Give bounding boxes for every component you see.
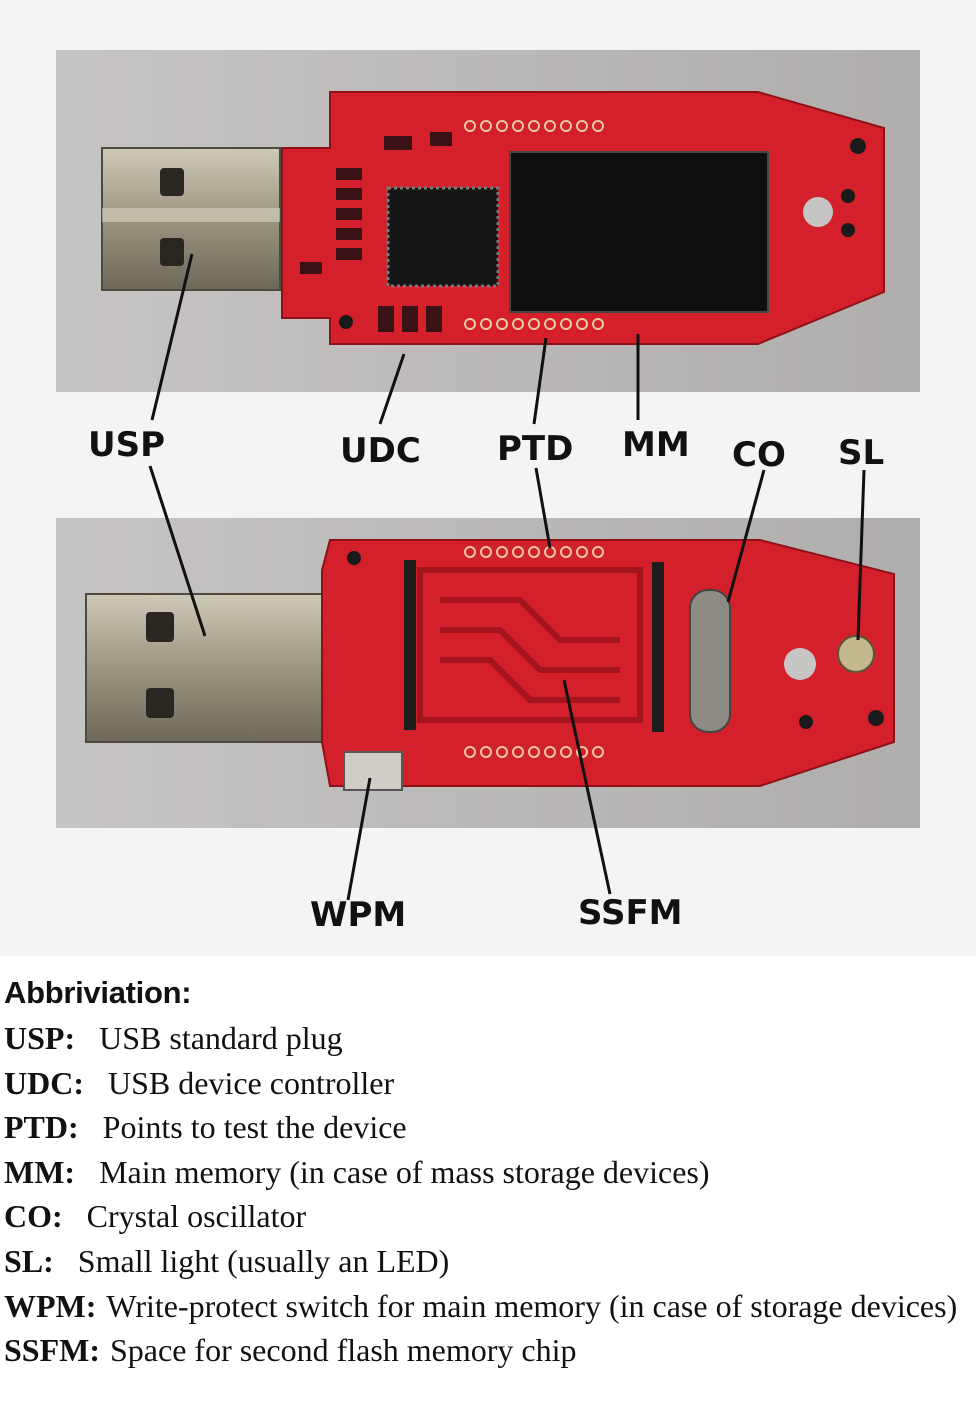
callout-sl: SL xyxy=(838,433,884,473)
legend-desc: Space for second flash memory chip xyxy=(110,1332,577,1369)
legend-desc: USB device controller xyxy=(107,1064,395,1101)
legend-entry-sl: SL: Small light (usually an LED) xyxy=(4,1239,972,1284)
ptd-line-up xyxy=(532,337,548,425)
legend-term: WPM: xyxy=(4,1287,97,1324)
ssfm-line xyxy=(562,679,612,895)
board-photos-svg: USP UDC PTD MM CO SL WPM SSFM xyxy=(56,50,920,935)
callout-labels: USP UDC PTD MM CO SL WPM SSFM xyxy=(88,425,884,935)
legend-term: MM: xyxy=(4,1153,76,1190)
usp-line-down xyxy=(148,465,207,637)
legend-term: SSFM: xyxy=(4,1332,100,1369)
legend-desc: USB standard plug xyxy=(99,1020,343,1056)
callout-wpm: WPM xyxy=(310,895,406,935)
legend-desc: Write-protect switch for main memory (in… xyxy=(106,1287,958,1324)
top-side-photo xyxy=(56,50,920,392)
co-line xyxy=(726,469,766,603)
callout-co: CO xyxy=(732,435,786,475)
legend-desc: Points to test the device xyxy=(102,1109,407,1146)
bottom-usb-plug xyxy=(85,593,323,743)
usp-line-up xyxy=(150,253,194,421)
top-udc-chip xyxy=(386,186,500,288)
callout-ssfm: SSFM xyxy=(578,893,683,933)
top-test-pads xyxy=(464,120,604,330)
callout-usp: USP xyxy=(88,425,165,465)
legend-entry-ptd: PTD: Points to test the device xyxy=(4,1105,972,1150)
bottom-crystal-oscillator xyxy=(689,589,731,733)
ptd-line-down xyxy=(534,467,552,549)
bottom-pad-row xyxy=(464,546,604,758)
top-small-components xyxy=(300,132,452,332)
legend-entry-udc: UDC: USB device controller xyxy=(4,1061,972,1106)
udc-line xyxy=(378,353,406,425)
legend-entry-co: CO: Crystal oscillator xyxy=(4,1194,972,1239)
sl-line xyxy=(856,469,866,641)
bottom-small-light xyxy=(837,635,875,673)
legend-desc: Main memory (in case of mass storage dev… xyxy=(99,1153,710,1190)
callout-lines xyxy=(148,253,866,901)
callout-udc: UDC xyxy=(340,431,421,471)
bottom-write-protect-switch xyxy=(343,751,403,791)
legend-entry-wpm: WPM:Write-protect switch for main memory… xyxy=(4,1284,972,1329)
top-mount-holes xyxy=(339,138,866,329)
legend-entry-usp: USP: USB standard plug xyxy=(4,1016,972,1061)
top-main-memory-chip xyxy=(509,151,769,313)
legend-desc: Crystal oscillator xyxy=(86,1198,307,1235)
abbreviation-legend: Abbriviation: USP: USB standard plug UDC… xyxy=(4,970,972,1373)
callout-ptd: PTD xyxy=(497,429,573,469)
bottom-traces xyxy=(417,567,643,723)
usb-board-figure: USP UDC PTD MM CO SL WPM SSFM xyxy=(0,0,976,956)
legend-desc: Small light (usually an LED) xyxy=(77,1242,450,1279)
legend-term: CO: xyxy=(4,1198,63,1235)
legend-term: USP: xyxy=(4,1020,76,1056)
legend-term: SL: xyxy=(4,1242,54,1279)
legend-term: PTD: xyxy=(4,1109,79,1146)
legend-heading: Abbriviation: xyxy=(4,975,192,1010)
callout-mm: MM xyxy=(622,425,690,465)
legend-entry-mm: MM: Main memory (in case of mass storage… xyxy=(4,1150,972,1195)
top-usb-plug xyxy=(101,147,281,291)
legend-entry-ssfm: SSFM: Space for second flash memory chip xyxy=(4,1328,972,1373)
legend-term: UDC: xyxy=(4,1064,84,1101)
bottom-side-photo xyxy=(56,518,920,828)
bottom-mount-holes xyxy=(347,551,884,729)
wpm-line xyxy=(346,777,372,901)
bottom-connector-strip xyxy=(404,560,416,730)
